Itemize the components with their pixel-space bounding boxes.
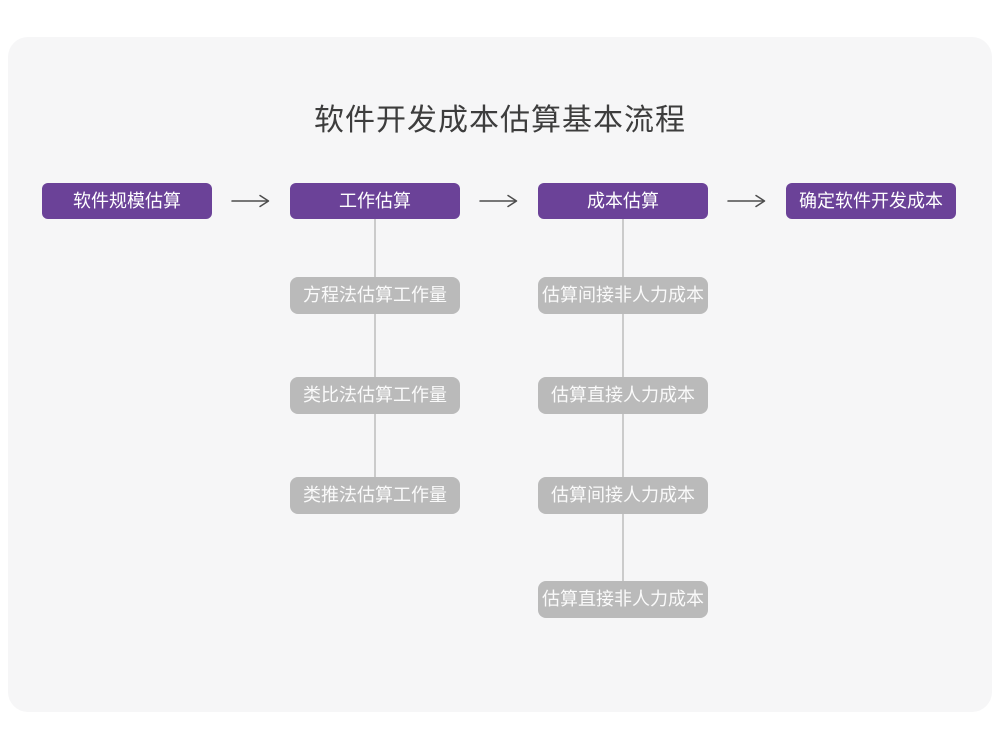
arrow-right-icon [479,194,518,208]
arrow-right-icon [231,194,270,208]
flow-step-determine-development-cost: 确定软件开发成本 [786,183,956,219]
flowchart-card [8,37,992,712]
sub-step-indirect-non-labor-cost: 估算间接非人力成本 [538,277,708,314]
arrow-right-icon [727,194,766,208]
sub-step-direct-non-labor-cost: 估算直接非人力成本 [538,581,708,618]
sub-step-extrapolation-method: 类推法估算工作量 [290,477,460,514]
sub-step-indirect-labor-cost: 估算间接人力成本 [538,477,708,514]
flow-step-effort-estimation: 工作估算 [290,183,460,219]
flow-step-cost-estimation: 成本估算 [538,183,708,219]
sub-step-direct-labor-cost: 估算直接人力成本 [538,377,708,414]
flow-step-software-size-estimation: 软件规模估算 [42,183,212,219]
diagram-title: 软件开发成本估算基本流程 [314,104,686,137]
sub-step-equation-method: 方程法估算工作量 [290,277,460,314]
connector-line-effort-column [374,219,376,480]
sub-step-analogy-method: 类比法估算工作量 [290,377,460,414]
